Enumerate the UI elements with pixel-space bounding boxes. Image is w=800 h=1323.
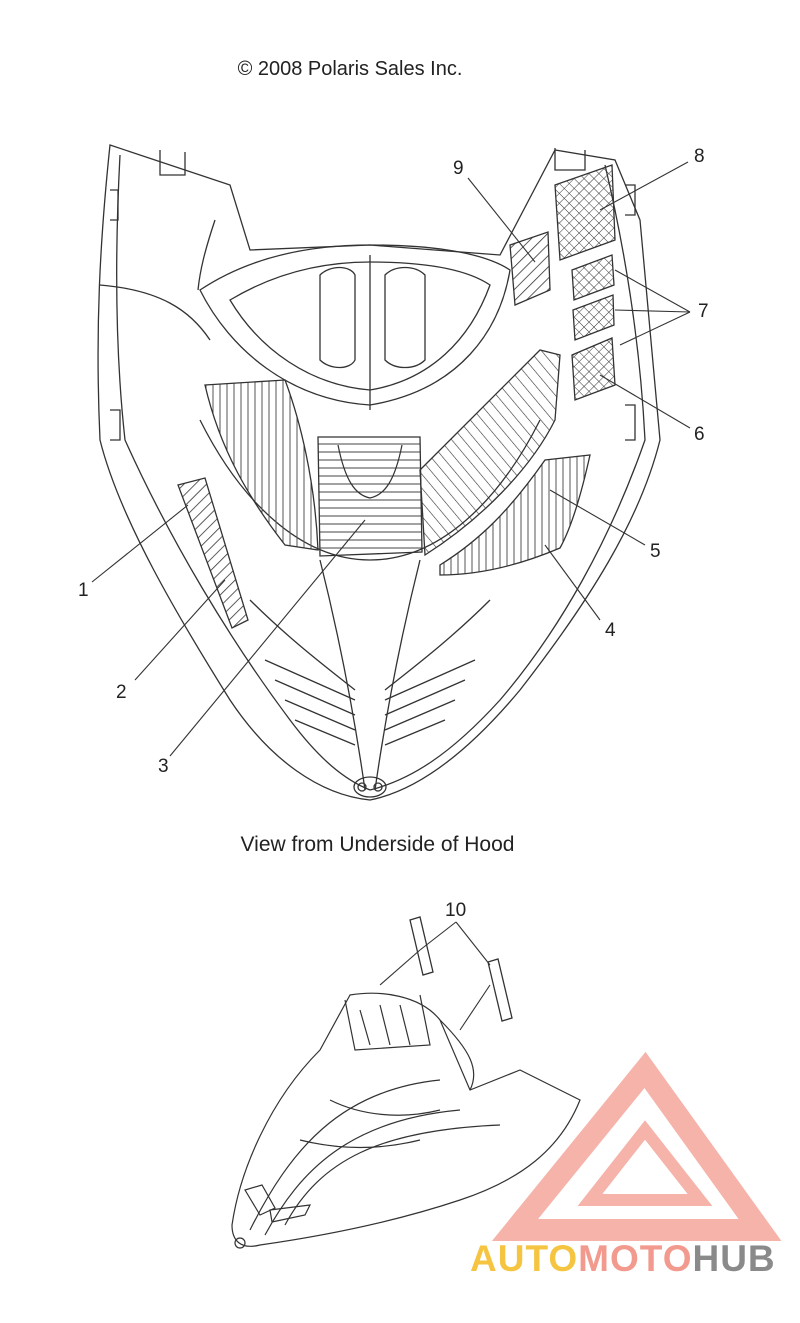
watermark-part-hub: HUB	[692, 1238, 776, 1279]
decal-9	[509, 231, 551, 306]
leader-lines	[91, 161, 691, 1031]
decal-6	[571, 337, 616, 401]
callout-10: 10	[445, 900, 467, 921]
hood-perspective	[231, 992, 581, 1249]
decal-7a	[571, 254, 615, 301]
callout-3: 3	[158, 756, 169, 777]
watermark-part-auto: AUTO	[470, 1238, 579, 1279]
decal-4	[439, 454, 591, 576]
decal-1	[177, 477, 249, 629]
watermark-part-moto: MOTO	[578, 1238, 693, 1279]
callout-7: 7	[698, 301, 709, 322]
watermark-text: AUTOMOTOHUB	[470, 1238, 776, 1280]
callout-2: 2	[116, 682, 127, 703]
decal-10b	[487, 958, 513, 1022]
callout-5: 5	[650, 541, 661, 562]
watermark-logo	[491, 1051, 782, 1241]
hood-underside	[97, 144, 661, 801]
view-caption: View from Underside of Hood	[240, 833, 515, 856]
decal-7b	[572, 294, 615, 341]
decal-left-panel	[204, 379, 319, 551]
decal-5	[419, 349, 561, 557]
callout-4: 4	[605, 620, 616, 641]
decal-8	[554, 164, 616, 261]
callout-8: 8	[694, 146, 705, 167]
callout-9: 9	[453, 158, 464, 179]
callout-6: 6	[694, 424, 705, 445]
decal-10a	[409, 916, 434, 976]
callout-1: 1	[78, 580, 89, 601]
decal-3	[317, 436, 423, 557]
copyright-notice: © 2008 Polaris Sales Inc.	[237, 58, 463, 80]
